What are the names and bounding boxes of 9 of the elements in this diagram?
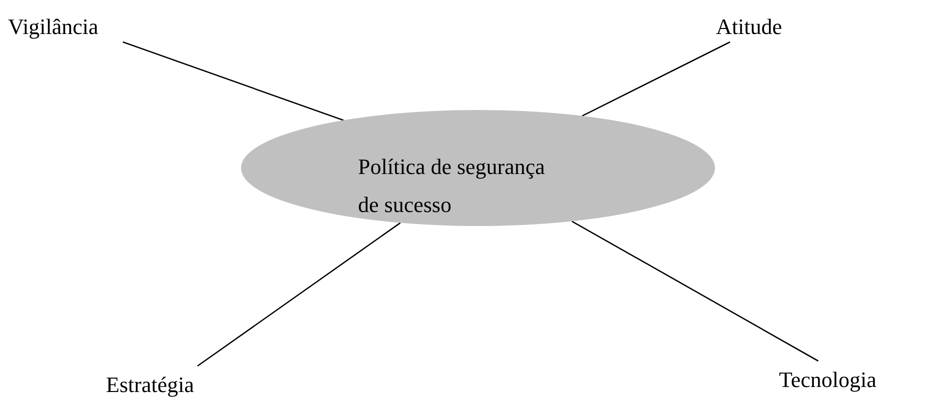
topic-label: Atitude [716,13,782,41]
topic-label: Vigilância [8,13,98,41]
connector-line [197,222,401,367]
topic-label: Estratégia [106,371,194,399]
node-label: Política de segurança de sucesso [358,153,546,219]
topic-label: Tecnologia [779,366,876,394]
connector-line [582,41,730,116]
connector-line [122,41,344,121]
connector-line [572,220,819,362]
